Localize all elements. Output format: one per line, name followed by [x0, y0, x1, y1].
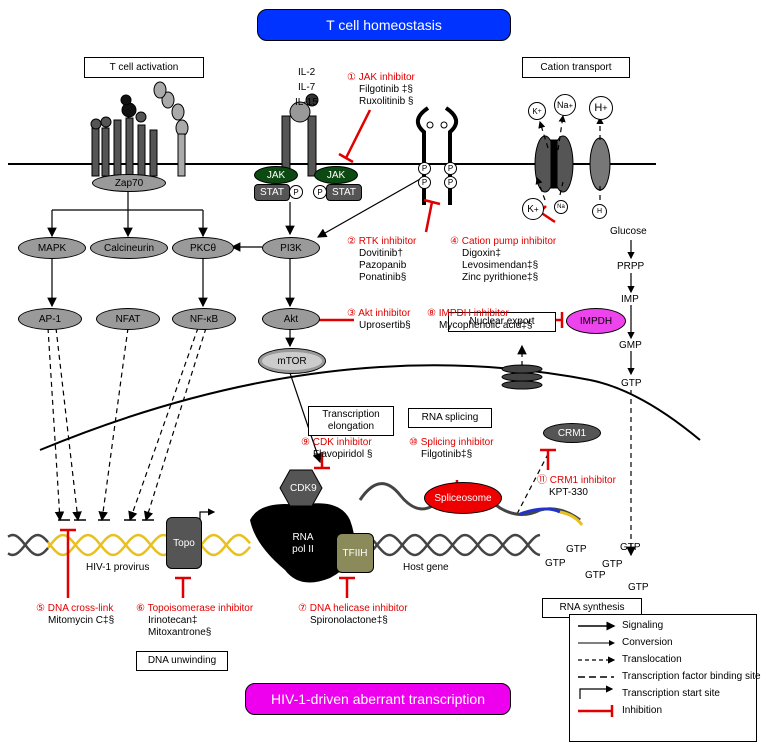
label-host-gene: Host gene	[403, 562, 449, 573]
node-p-rtk-4: P	[444, 176, 457, 189]
node-jak-left: JAK	[254, 166, 298, 184]
inhibitor-5: ⑤ DNA cross-link Mitomycin C‡§	[36, 603, 115, 626]
footer-title: HIV-1-driven aberrant transcription	[245, 683, 511, 715]
rna-segment-blue	[519, 507, 561, 516]
inhibitor-7: ⑦ DNA helicase inhibitor Spironolactone‡…	[298, 603, 408, 626]
legend-row-tf-binding: Transcription factor binding site	[622, 671, 761, 682]
metabolite-gtp: GTP	[585, 570, 606, 581]
node-pkc: PKCθ	[172, 237, 234, 259]
label-rna-pol: RNA pol II	[292, 532, 314, 555]
inhibitor-2: ② RTK inhibitor Dovitinib† Pazopanib Pon…	[347, 236, 417, 283]
tcr-receptor	[90, 81, 189, 177]
cdk9-shape	[279, 469, 323, 507]
box-t-cell-activation: T cell activation	[84, 57, 204, 78]
dna-strand	[47, 533, 251, 557]
node-mtor: mTOR	[258, 348, 326, 374]
dna-strand	[7, 533, 49, 557]
node-p-left: P	[289, 185, 303, 199]
dna-helix	[7, 533, 541, 557]
node-jak-right: JAK	[314, 166, 358, 184]
metabolite-gtp: GTP	[602, 559, 623, 570]
inhibitor-6: ⑥ Topoisomerase inhibitor Irinotecan‡ Mi…	[136, 603, 254, 638]
inhibitor-9: ⑨ CDK inhibitor Flavopiridol §	[301, 437, 373, 460]
metabolite-prpp: PRPP	[617, 261, 645, 272]
node-p-rtk-1: P	[418, 162, 431, 175]
rna-segment-yellow	[559, 510, 584, 526]
inhibitor-8: ⑧ IMPDH inhibitor Mycophenolic acid‡§	[427, 308, 533, 331]
node-stat-right: STAT	[326, 184, 362, 201]
rna-pol-ii-shape	[250, 503, 355, 583]
node-zap70: Zap70	[92, 174, 166, 192]
legend: Signaling Conversion Translocation Trans…	[569, 614, 761, 742]
cytokine-receptor	[281, 93, 319, 177]
nuclear-pore	[501, 364, 543, 390]
box-cation-transport: Cation transport	[522, 57, 630, 78]
ion-k-in: K+	[522, 198, 544, 220]
inhibitor-1: ① JAK inhibitor Filgotinib ‡§ Ruxolitini…	[347, 72, 415, 107]
metabolite-gtp: GTP	[545, 558, 566, 569]
metabolite-gtp: GTP	[628, 582, 649, 593]
node-ap1: AP-1	[18, 308, 82, 330]
label-cdk9: CDK9	[290, 483, 317, 494]
cytokine-il7: IL-7	[298, 82, 316, 93]
inhibitor-10: ⑩ Splicing inhibitor Filgotinib‡§	[409, 437, 494, 460]
nuclear-membrane-right	[589, 379, 701, 441]
node-p-rtk-3: P	[418, 176, 431, 189]
node-crm1: CRM1	[543, 423, 601, 443]
signaling-arrows	[47, 177, 635, 464]
inhibitor-11: ⑪ CRM1 inhibitor KPT-330	[537, 475, 616, 498]
node-impdh: IMPDH	[566, 308, 626, 334]
box-dna-unwinding: DNA unwinding	[136, 651, 228, 671]
metabolite-imp: IMP	[621, 294, 639, 305]
node-akt: Akt	[262, 308, 320, 330]
node-topo: Topo	[166, 517, 202, 569]
inhibition-bars	[60, 109, 564, 598]
node-spliceosome: Spliceosome	[424, 482, 502, 514]
legend-row-conversion: Conversion	[622, 637, 673, 648]
node-nfat: NFAT	[96, 308, 160, 330]
node-nfkb: NF-κB	[172, 308, 236, 330]
cytokine-il15: IL-15	[295, 97, 318, 108]
cytokine-il2: IL-2	[298, 67, 316, 78]
box-rna-splicing: RNA splicing	[408, 408, 492, 428]
node-tfiih: TFIIH	[336, 533, 374, 573]
transcription-start-site	[199, 508, 216, 530]
legend-row-signaling: Signaling	[622, 620, 664, 631]
metabolite-gmp: GMP	[619, 340, 642, 351]
node-p-right: P	[313, 185, 327, 199]
dna-strand	[7, 533, 49, 557]
metabolite-gtp: GTP	[566, 544, 587, 555]
label-hiv-provirus: HIV-1 provirus	[86, 562, 150, 573]
box-nuclear-export: Nuclear export	[448, 312, 556, 332]
inhibitor-4: ④ Cation pump inhibitor Digoxin‡ Levosim…	[450, 236, 557, 283]
box-transcription-elongation: Transcription elongation	[308, 406, 394, 436]
ion-h-out: H+	[589, 96, 613, 120]
node-mapk: MAPK	[18, 237, 86, 259]
node-calcineurin: Calcineurin	[90, 237, 168, 259]
header-title: T cell homeostasis	[257, 9, 511, 41]
legend-swatches	[578, 621, 616, 717]
metabolite-gtp: GTP	[621, 378, 642, 389]
translocation-arrows	[47, 114, 636, 557]
legend-row-tss: Transcription start site	[622, 688, 720, 699]
ion-na-in: Na	[554, 200, 568, 214]
ion-na-out: Na+	[554, 94, 576, 116]
legend-row-translocation: Translocation	[622, 654, 682, 665]
node-p-rtk-2: P	[444, 162, 457, 175]
metabolite-glucose: Glucose	[610, 226, 647, 237]
node-stat-left: STAT	[254, 184, 290, 201]
dna-strand	[47, 533, 251, 557]
dna-strand	[369, 533, 541, 557]
inhibitor-3: ③ Akt inhibitor Uprosertib§	[347, 308, 411, 331]
dna-strand	[369, 533, 541, 557]
ion-h-in: H	[592, 204, 607, 219]
metabolite-gtp: GTP	[620, 542, 641, 553]
cation-channel	[534, 135, 611, 193]
rtk-receptor	[416, 106, 458, 205]
ion-k-out: K+	[528, 102, 546, 120]
legend-row-inhibition: Inhibition	[622, 705, 663, 716]
node-pi3k: PI3K	[262, 237, 320, 259]
